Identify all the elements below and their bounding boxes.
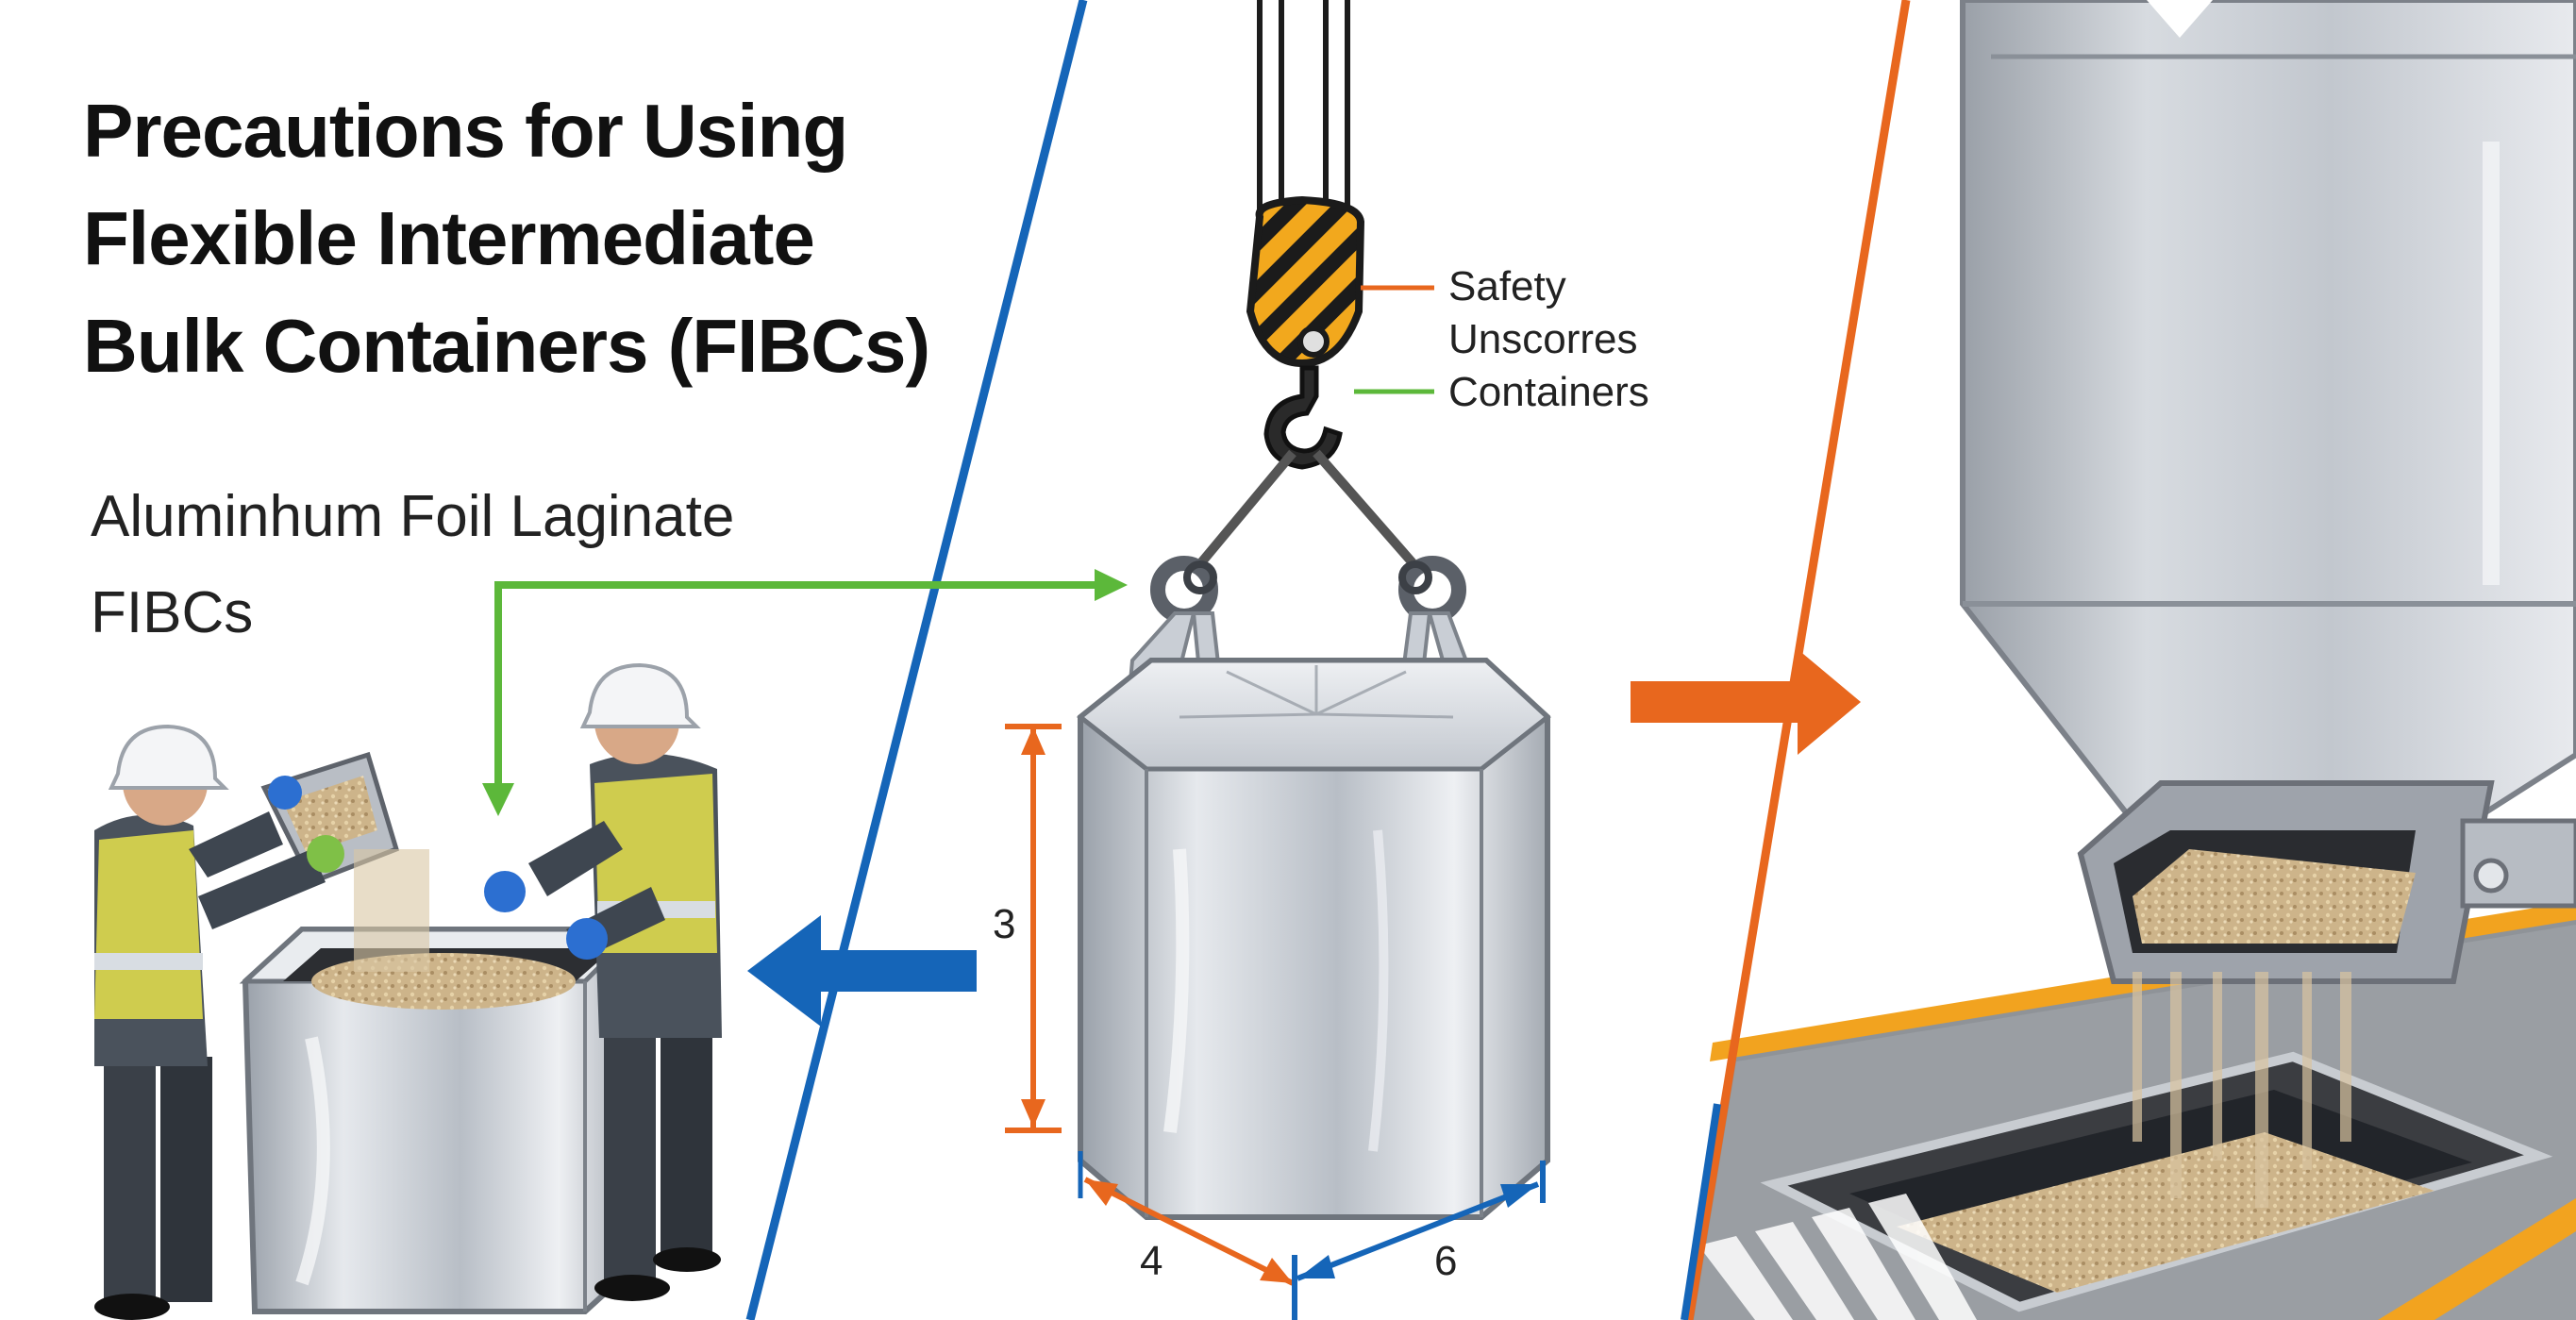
open-fibc-bag xyxy=(239,927,644,1314)
dimension-depth-line xyxy=(1083,1177,1295,1286)
crane-lift-scene xyxy=(1005,0,1551,1320)
workers-filling-scene xyxy=(94,662,722,1320)
granule-stream xyxy=(354,849,429,972)
worker-right xyxy=(484,662,722,1301)
crane-hook xyxy=(1263,365,1343,470)
dimension-label-width: 6 xyxy=(1434,1238,1458,1284)
flow-arrow-blue xyxy=(747,915,977,1027)
falling-granules xyxy=(2133,972,2351,1208)
divider-blue xyxy=(745,0,1088,1320)
crane-cables xyxy=(1257,0,1350,222)
crane-hook-block xyxy=(1246,195,1365,368)
dimension-label-height: 3 xyxy=(993,901,1016,947)
title-line-2: Flexible Intermediate xyxy=(83,196,815,280)
hopper-discharge-scene xyxy=(1689,0,2576,1320)
subtitle: Aluminhum Foil Laginate FIBCs xyxy=(91,469,734,661)
dimension-label-depth: 4 xyxy=(1140,1238,1163,1284)
subtitle-line-2: FIBCs xyxy=(91,580,254,645)
worker-left xyxy=(94,724,344,1320)
subtitle-line-1: Aluminhum Foil Laginate xyxy=(91,484,735,549)
callout-label-containers: Containers xyxy=(1448,369,1649,415)
divider-blue-right xyxy=(1681,1103,1721,1320)
callout-label-safety: Safety xyxy=(1448,263,1566,309)
title-line-3: Bulk Containers (FIBCs) xyxy=(83,304,930,388)
floor-stripes xyxy=(1698,1194,1977,1320)
callout-label-unscorres: Unscorres xyxy=(1448,316,1638,362)
flow-arrow-orange xyxy=(1631,649,1861,755)
fibc-bulk-bag xyxy=(1076,658,1551,1220)
connector-arrow-green xyxy=(494,581,1099,795)
title-line-1: Precautions for Using xyxy=(83,89,848,173)
page-title: Precautions for Using Flexible Intermedi… xyxy=(83,77,930,400)
dimension-width-line xyxy=(1292,1161,1546,1320)
